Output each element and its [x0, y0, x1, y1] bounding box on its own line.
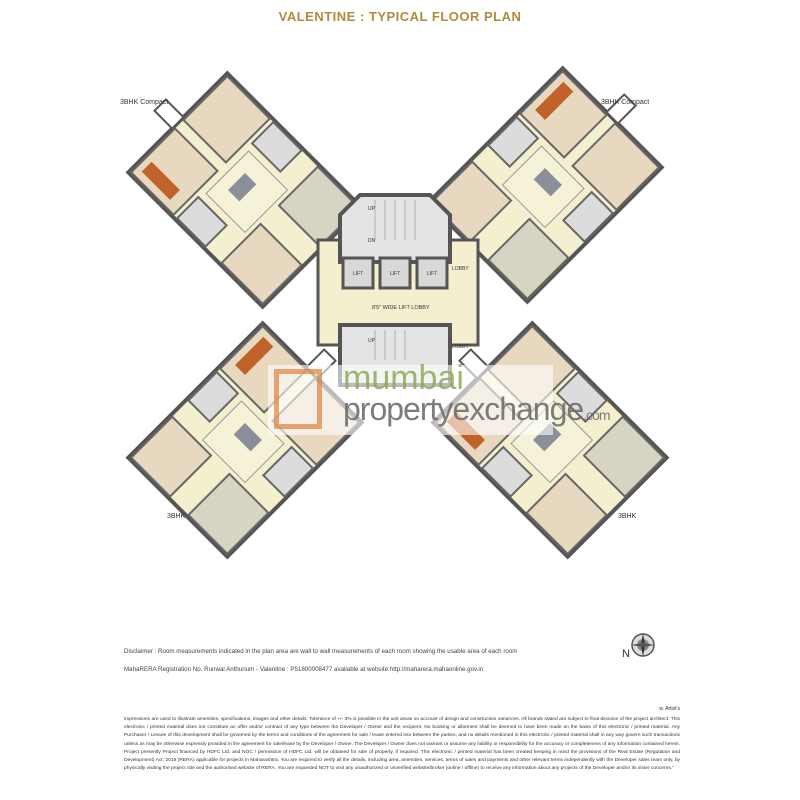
- watermark-text: mumbai: [343, 359, 464, 397]
- artist-note: w. Artist's: [659, 706, 680, 712]
- watermark-text-main: propertyexchange: [343, 391, 584, 427]
- watermark-text-suffix: .com: [583, 407, 610, 423]
- watermark-text: propertyexchange.com: [343, 391, 611, 428]
- watermark-logo-mark: [274, 369, 322, 429]
- unit-label-ne: 3BHK Compact: [601, 99, 650, 106]
- lobby-label: LOBBY: [452, 266, 469, 272]
- stair-up-label: UP: [368, 338, 376, 344]
- stair-up-label: UP: [368, 206, 376, 212]
- lift-label: LIFT: [427, 271, 437, 277]
- unit-label-nw: 3BHK Compact: [120, 99, 169, 106]
- lift-label: LIFT: [353, 271, 363, 277]
- lift-label: LIFT: [390, 271, 400, 277]
- compass-icon: [631, 633, 655, 657]
- lobby-label: LOBBY: [452, 344, 469, 350]
- watermark-logo: mumbai propertyexchange.com: [268, 359, 611, 435]
- rera-registration: MahaRERA Registration No. Runwal Anthuri…: [124, 666, 484, 673]
- floor-plan: UP DN LIFT LIFT LIFT 8'5" WIDE LIFT LOBB…: [0, 0, 800, 640]
- lift-lobby-label: 8'5" WIDE LIFT LOBBY: [372, 305, 430, 311]
- disclaimer: Disclaimer : Room measurements indicated…: [124, 648, 518, 655]
- north-label: N: [622, 648, 630, 660]
- page-title: VALENTINE : TYPICAL FLOOR PLAN: [278, 9, 522, 24]
- stair-down-label: DN: [368, 238, 376, 244]
- unit-label-se: 3BHK: [618, 513, 637, 520]
- fine-print: impressions are used to illustrate ameni…: [124, 717, 680, 772]
- unit-label-sw: 3BHK: [167, 513, 186, 520]
